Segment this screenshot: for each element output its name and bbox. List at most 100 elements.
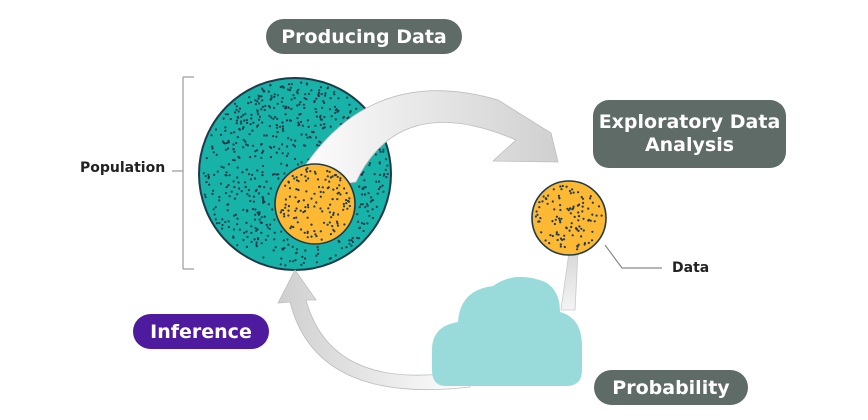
population-dot xyxy=(358,226,362,229)
population-dot xyxy=(358,185,361,188)
data-dot xyxy=(581,205,584,208)
data-dot xyxy=(583,243,586,246)
population-dot xyxy=(373,173,376,176)
population-dot xyxy=(384,168,387,171)
population-dot xyxy=(338,240,341,244)
population-dot xyxy=(267,90,270,93)
population-dot xyxy=(369,200,372,203)
sample-dot xyxy=(332,213,335,216)
population-dot xyxy=(270,94,273,97)
population-dot xyxy=(214,128,218,131)
population-dot xyxy=(203,193,207,196)
data-dot xyxy=(572,205,575,208)
population-dot xyxy=(210,134,213,137)
population-dot xyxy=(261,171,264,174)
population-dot xyxy=(259,185,262,188)
data-dot xyxy=(565,226,568,229)
population-dot xyxy=(244,112,247,115)
population-dot xyxy=(295,90,299,93)
data-leader-line xyxy=(604,244,662,269)
population-dot xyxy=(328,108,332,111)
sample-dot xyxy=(345,192,348,195)
data-dot xyxy=(559,204,562,207)
population-dot xyxy=(256,110,259,113)
population-dot xyxy=(256,113,260,116)
population-dot xyxy=(323,126,326,129)
population-dot xyxy=(270,116,273,119)
population-dot xyxy=(225,171,228,174)
sample-dot xyxy=(291,174,294,178)
population-dot xyxy=(281,247,284,250)
population-dot xyxy=(319,123,322,126)
data-dot xyxy=(575,227,578,230)
population-dot xyxy=(365,202,368,205)
population-dot xyxy=(224,126,227,129)
population-dot xyxy=(363,193,366,196)
sample-dot xyxy=(326,175,329,178)
population-dot xyxy=(386,164,389,167)
population-dot xyxy=(268,227,271,230)
population-dot xyxy=(319,86,322,89)
population-dot xyxy=(311,130,314,133)
population-dot xyxy=(302,261,305,265)
population-dot xyxy=(251,129,254,132)
sample-dot xyxy=(338,184,341,187)
population-dot xyxy=(375,205,378,208)
sample-dot xyxy=(293,177,296,180)
data-dot xyxy=(560,188,563,191)
data-dot xyxy=(567,209,570,212)
population-dot xyxy=(232,147,235,151)
population-dot xyxy=(245,143,248,146)
data-dot xyxy=(577,229,580,232)
data-dot xyxy=(572,207,575,210)
data-dot xyxy=(551,234,554,238)
data-dot xyxy=(561,184,564,188)
data-dot xyxy=(589,219,592,222)
population-dot xyxy=(304,257,307,260)
population-dot xyxy=(297,121,300,124)
population-dot xyxy=(295,251,298,254)
sample-circle-icon xyxy=(274,163,356,245)
population-dot xyxy=(375,180,378,183)
population-dot xyxy=(224,129,227,132)
population-dot xyxy=(290,82,293,86)
sample-dot xyxy=(290,225,293,228)
population-dot xyxy=(382,190,385,193)
population-dot xyxy=(272,106,276,109)
data-dot xyxy=(568,189,572,193)
population-dot xyxy=(254,99,257,102)
sample-dot xyxy=(302,211,305,214)
population-dot xyxy=(269,84,272,87)
population-dot xyxy=(386,172,389,176)
population-dot xyxy=(216,170,219,173)
population-dot xyxy=(288,89,292,92)
population-dot xyxy=(267,192,270,195)
sample-dot xyxy=(295,179,299,182)
population-dot xyxy=(366,204,369,207)
data-dot xyxy=(581,197,585,200)
population-dot xyxy=(257,238,260,241)
population-dot xyxy=(287,243,290,246)
sample-dot xyxy=(321,186,324,189)
population-dot xyxy=(294,157,297,161)
population-dot xyxy=(333,105,337,108)
sample-dot xyxy=(326,223,329,226)
population-dot xyxy=(214,206,217,209)
data-to-cloud-connector xyxy=(560,251,579,311)
population-dot xyxy=(334,111,337,114)
population-dot xyxy=(317,94,320,98)
population-dot xyxy=(276,117,279,120)
exploratory-data-analysis-label: Exploratory Data Analysis xyxy=(593,100,786,168)
population-dot xyxy=(232,143,235,146)
population-dot xyxy=(252,200,255,203)
sample-dot xyxy=(313,205,316,208)
population-dot xyxy=(230,132,233,135)
population-dot xyxy=(215,222,218,225)
population-dot xyxy=(323,123,326,126)
population-dot xyxy=(249,156,252,159)
population-dot xyxy=(211,145,214,148)
sample-dot xyxy=(305,179,308,182)
population-dot xyxy=(233,150,236,153)
data-dot xyxy=(568,229,571,232)
data-dot xyxy=(559,221,562,224)
